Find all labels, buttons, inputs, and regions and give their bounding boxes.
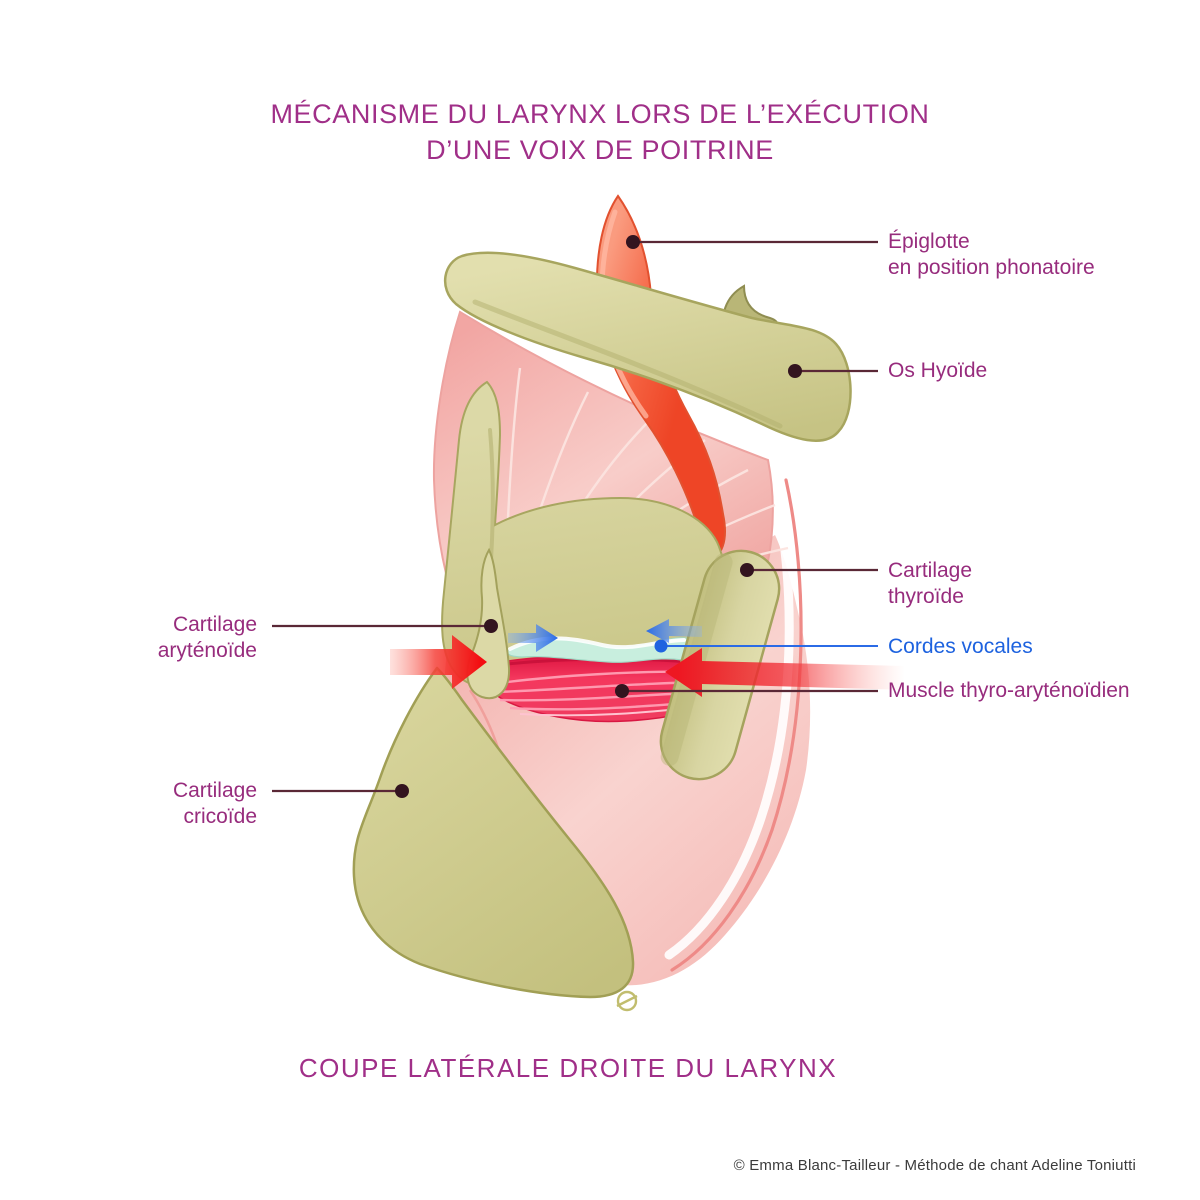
muscle-marker-dot <box>615 684 629 698</box>
copyright-credit: © Emma Blanc-Tailleur - Méthode de chant… <box>733 1157 1136 1174</box>
thyro-arytenoid-muscle <box>485 655 725 723</box>
hyoid-bone-shape <box>443 251 852 442</box>
label-cartilage-arytenoide: Cartilage aryténoïde <box>157 613 257 662</box>
label-muscle-thyro-arytenoidien: Muscle thyro-aryténoïdien <box>888 679 1130 702</box>
thyroide-marker-dot <box>740 563 754 577</box>
page-title-line2: D’UNE VOIX DE POITRINE <box>426 135 774 165</box>
hyoid-shading <box>472 299 783 429</box>
artist-monogram <box>616 990 638 1012</box>
label-os-hyoide: Os Hyoïde <box>888 359 988 382</box>
cricoide-marker-dot <box>395 784 409 798</box>
figure-caption: COUPE LATÉRALE DROITE DU LARYNX <box>298 1053 838 1083</box>
label-cartilage-thyroide: Cartilage thyroïde <box>888 559 973 608</box>
epiglotte-marker-dot <box>626 235 640 249</box>
left-pointing-blue-arrow <box>646 619 702 643</box>
leader-lines <box>272 240 878 793</box>
right-red-arrow <box>665 648 905 697</box>
page-title-line1: MÉCANISME DU LARYNX LORS DE L’EXÉCUTION <box>270 99 930 129</box>
label-epiglotte: Épiglotte en position phonatoire <box>888 230 1095 279</box>
cricoid-cartilage-shape <box>352 666 635 999</box>
label-cartilage-cricoide: Cartilage cricoïde <box>172 779 257 828</box>
pharynx-white-strip <box>664 490 794 960</box>
leader-dots <box>395 235 802 798</box>
os-hyoide-marker-dot <box>788 364 802 378</box>
left-red-arrow <box>390 635 487 689</box>
arytenoide-marker-dot <box>484 619 498 633</box>
label-cordes-vocales: Cordes vocales <box>888 635 1033 658</box>
right-pointing-blue-arrow <box>508 624 558 652</box>
cordes-vocales-marker-dot <box>654 639 668 653</box>
page-title: MÉCANISME DU LARYNX LORS DE L’EXÉCUTION … <box>0 96 1200 168</box>
